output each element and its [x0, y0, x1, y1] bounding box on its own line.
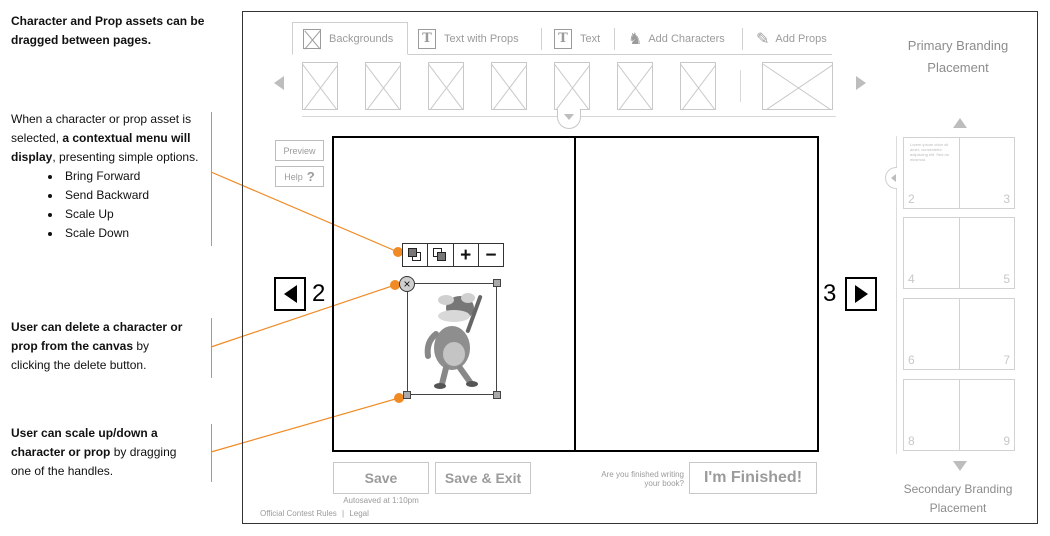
menu-option: Bring Forward: [11, 167, 206, 186]
help-icon: ?: [306, 169, 315, 184]
strip-collapse-toggle[interactable]: [557, 109, 581, 129]
left-page-number: 2: [312, 280, 326, 307]
tab-backgrounds[interactable]: Backgrounds: [292, 22, 408, 55]
prev-page-button[interactable]: [274, 277, 306, 311]
page-thumbnail[interactable]: 4 5: [903, 217, 1015, 289]
tab-text[interactable]: T Text: [544, 22, 616, 55]
annotation-drag: Character and Prop assets can be dragged…: [11, 14, 205, 47]
resize-handle-bottom-right[interactable]: [493, 391, 501, 399]
save-button[interactable]: Save: [333, 462, 429, 494]
legal-link[interactable]: Legal: [349, 509, 369, 518]
contest-rules-link[interactable]: Official Contest Rules: [260, 509, 337, 518]
app-frame: [242, 11, 1038, 524]
footer-links: Official Contest Rules | Legal: [260, 509, 369, 518]
menu-option: Scale Down: [11, 224, 206, 243]
primary-branding: Primary Branding Placement: [907, 38, 1009, 75]
arrow-left-icon: [283, 285, 297, 303]
background-thumbnail[interactable]: [491, 62, 527, 110]
send-backward-icon: [433, 248, 447, 262]
resize-handle-bottom-left[interactable]: [403, 391, 411, 399]
background-thumbnail[interactable]: [302, 62, 338, 110]
scale-down-button[interactable]: −: [479, 244, 503, 266]
annotation-bar: [211, 424, 212, 482]
character-icon: ♞: [628, 30, 643, 48]
page-panel-divider: [896, 136, 897, 454]
finished-question: Are you finished writing your book?: [601, 470, 684, 488]
next-page-button[interactable]: [845, 277, 877, 311]
text-icon: T: [418, 28, 436, 49]
chevron-left-icon: [890, 174, 896, 182]
annotation-scale: User can scale up/down a character or pr…: [11, 426, 177, 478]
tab-add-props[interactable]: ✎ Add Props: [756, 30, 827, 48]
finished-button[interactable]: I'm Finished!: [689, 462, 817, 494]
page-thumbnail[interactable]: 6 7: [903, 298, 1015, 370]
scroll-up-arrow[interactable]: [953, 118, 967, 128]
bring-forward-icon: [408, 248, 422, 262]
strip-divider: [740, 70, 741, 102]
autosave-status: Autosaved at 1:10pm: [343, 496, 419, 505]
tab-separator: [614, 28, 615, 50]
send-backward-button[interactable]: [428, 244, 454, 266]
tab-add-characters[interactable]: ♞ Add Characters: [628, 30, 725, 48]
asset-tabs: Backgrounds T Text with Props T Text ♞ A…: [292, 22, 832, 56]
preview-button[interactable]: Preview: [275, 140, 324, 161]
text-icon: T: [554, 28, 572, 49]
background-thumbnail[interactable]: [680, 62, 716, 110]
tabbar-line: [292, 54, 832, 55]
minus-icon: −: [485, 244, 497, 266]
annotation-context-menu: When a character or prop asset is select…: [11, 110, 206, 243]
background-thumbnail[interactable]: [554, 62, 590, 110]
background-thumbnail[interactable]: [428, 62, 464, 110]
background-thumbnail-spread[interactable]: [762, 62, 833, 110]
help-button[interactable]: Help ?: [275, 166, 324, 187]
scale-up-button[interactable]: +: [454, 244, 479, 266]
page-thumbnail[interactable]: 8 9: [903, 379, 1015, 451]
image-placeholder-icon: [303, 28, 321, 49]
scroll-down-arrow[interactable]: [953, 461, 967, 471]
character-asset[interactable]: [414, 286, 494, 392]
menu-options-list: Bring Forward Send Backward Scale Up Sca…: [11, 167, 206, 243]
annotation-bar: [211, 112, 212, 246]
prop-icon: ✎: [756, 30, 770, 48]
spread-gutter: [574, 136, 576, 452]
menu-option: Scale Up: [11, 205, 206, 224]
background-thumbnail[interactable]: [365, 62, 401, 110]
save-exit-button[interactable]: Save & Exit: [435, 462, 531, 494]
secondary-branding: Secondary Branding Placement: [903, 482, 1013, 515]
menu-option: Send Backward: [11, 186, 206, 205]
background-thumbnail[interactable]: [617, 62, 653, 110]
tab-text-with-props[interactable]: T Text with Props: [408, 22, 538, 55]
arrow-right-icon: [854, 285, 868, 303]
strip-prev-arrow[interactable]: [274, 76, 284, 90]
delete-asset-button[interactable]: ×: [399, 276, 415, 292]
context-menu: + −: [402, 243, 504, 267]
right-page-number: 3: [823, 280, 837, 307]
annotation-bar: [211, 318, 212, 378]
strip-next-arrow[interactable]: [856, 76, 866, 90]
page-thumbnail[interactable]: Lorem ipsum dolor sit amet, consectetur …: [903, 137, 1015, 209]
selection-box: [407, 283, 497, 395]
bring-forward-button[interactable]: [403, 244, 429, 266]
resize-handle-top-right[interactable]: [493, 279, 501, 287]
tab-separator: [541, 28, 542, 50]
close-icon: ×: [403, 277, 411, 291]
plus-icon: +: [460, 244, 472, 266]
annotation-delete: User can delete a character or prop from…: [11, 320, 183, 372]
tab-separator: [742, 28, 743, 50]
chevron-down-icon: [564, 113, 574, 120]
